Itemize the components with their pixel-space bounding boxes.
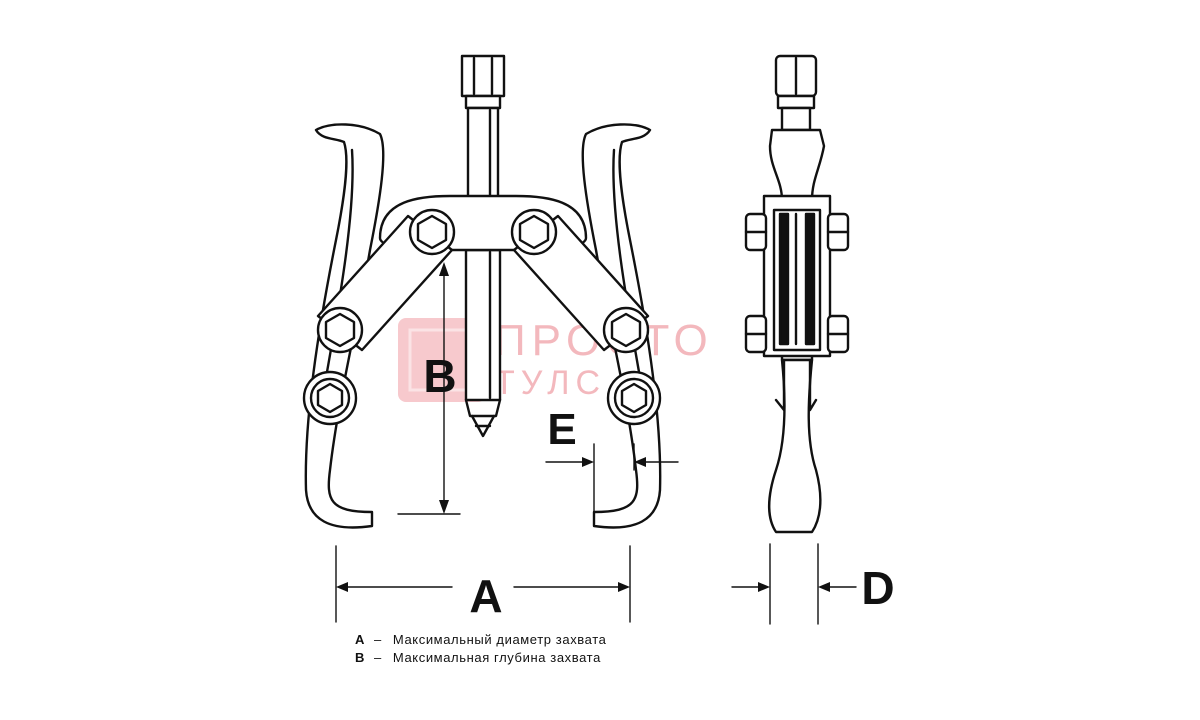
side-body — [762, 128, 832, 362]
legend-text: Максимальная глубина захвата — [392, 650, 601, 665]
right-link-arm — [510, 208, 650, 354]
screw-head — [460, 54, 506, 110]
legend-key: B — [355, 650, 365, 665]
legend-row-b: B – Максимальная глубина захвата — [355, 649, 606, 667]
legend-key: A — [355, 632, 365, 647]
lower-left-bolt — [302, 370, 358, 426]
legend-sep: – — [374, 650, 382, 665]
dim-label-e: E — [547, 405, 576, 454]
lower-right-bolt — [606, 370, 662, 426]
dimension-arrowheads — [336, 262, 830, 592]
side-view — [744, 54, 850, 534]
legend-sep: – — [374, 632, 382, 647]
front-view — [302, 54, 662, 529]
side-screw-head — [774, 54, 818, 132]
left-link-arm — [316, 208, 456, 354]
watermark-line2: ТУЛС — [494, 364, 607, 402]
screw-shaft — [464, 106, 502, 438]
side-leg — [768, 358, 822, 534]
dim-label-b: B — [423, 350, 456, 402]
dim-label-d: D — [861, 562, 894, 614]
legend: A – Максимальный диаметр захвата B – Мак… — [355, 631, 606, 667]
dim-label-a: A — [469, 570, 502, 622]
side-bolts — [744, 212, 850, 354]
legend-row-a: A – Максимальный диаметр захвата — [355, 631, 606, 649]
legend-text: Максимальный диаметр захвата — [392, 632, 607, 647]
